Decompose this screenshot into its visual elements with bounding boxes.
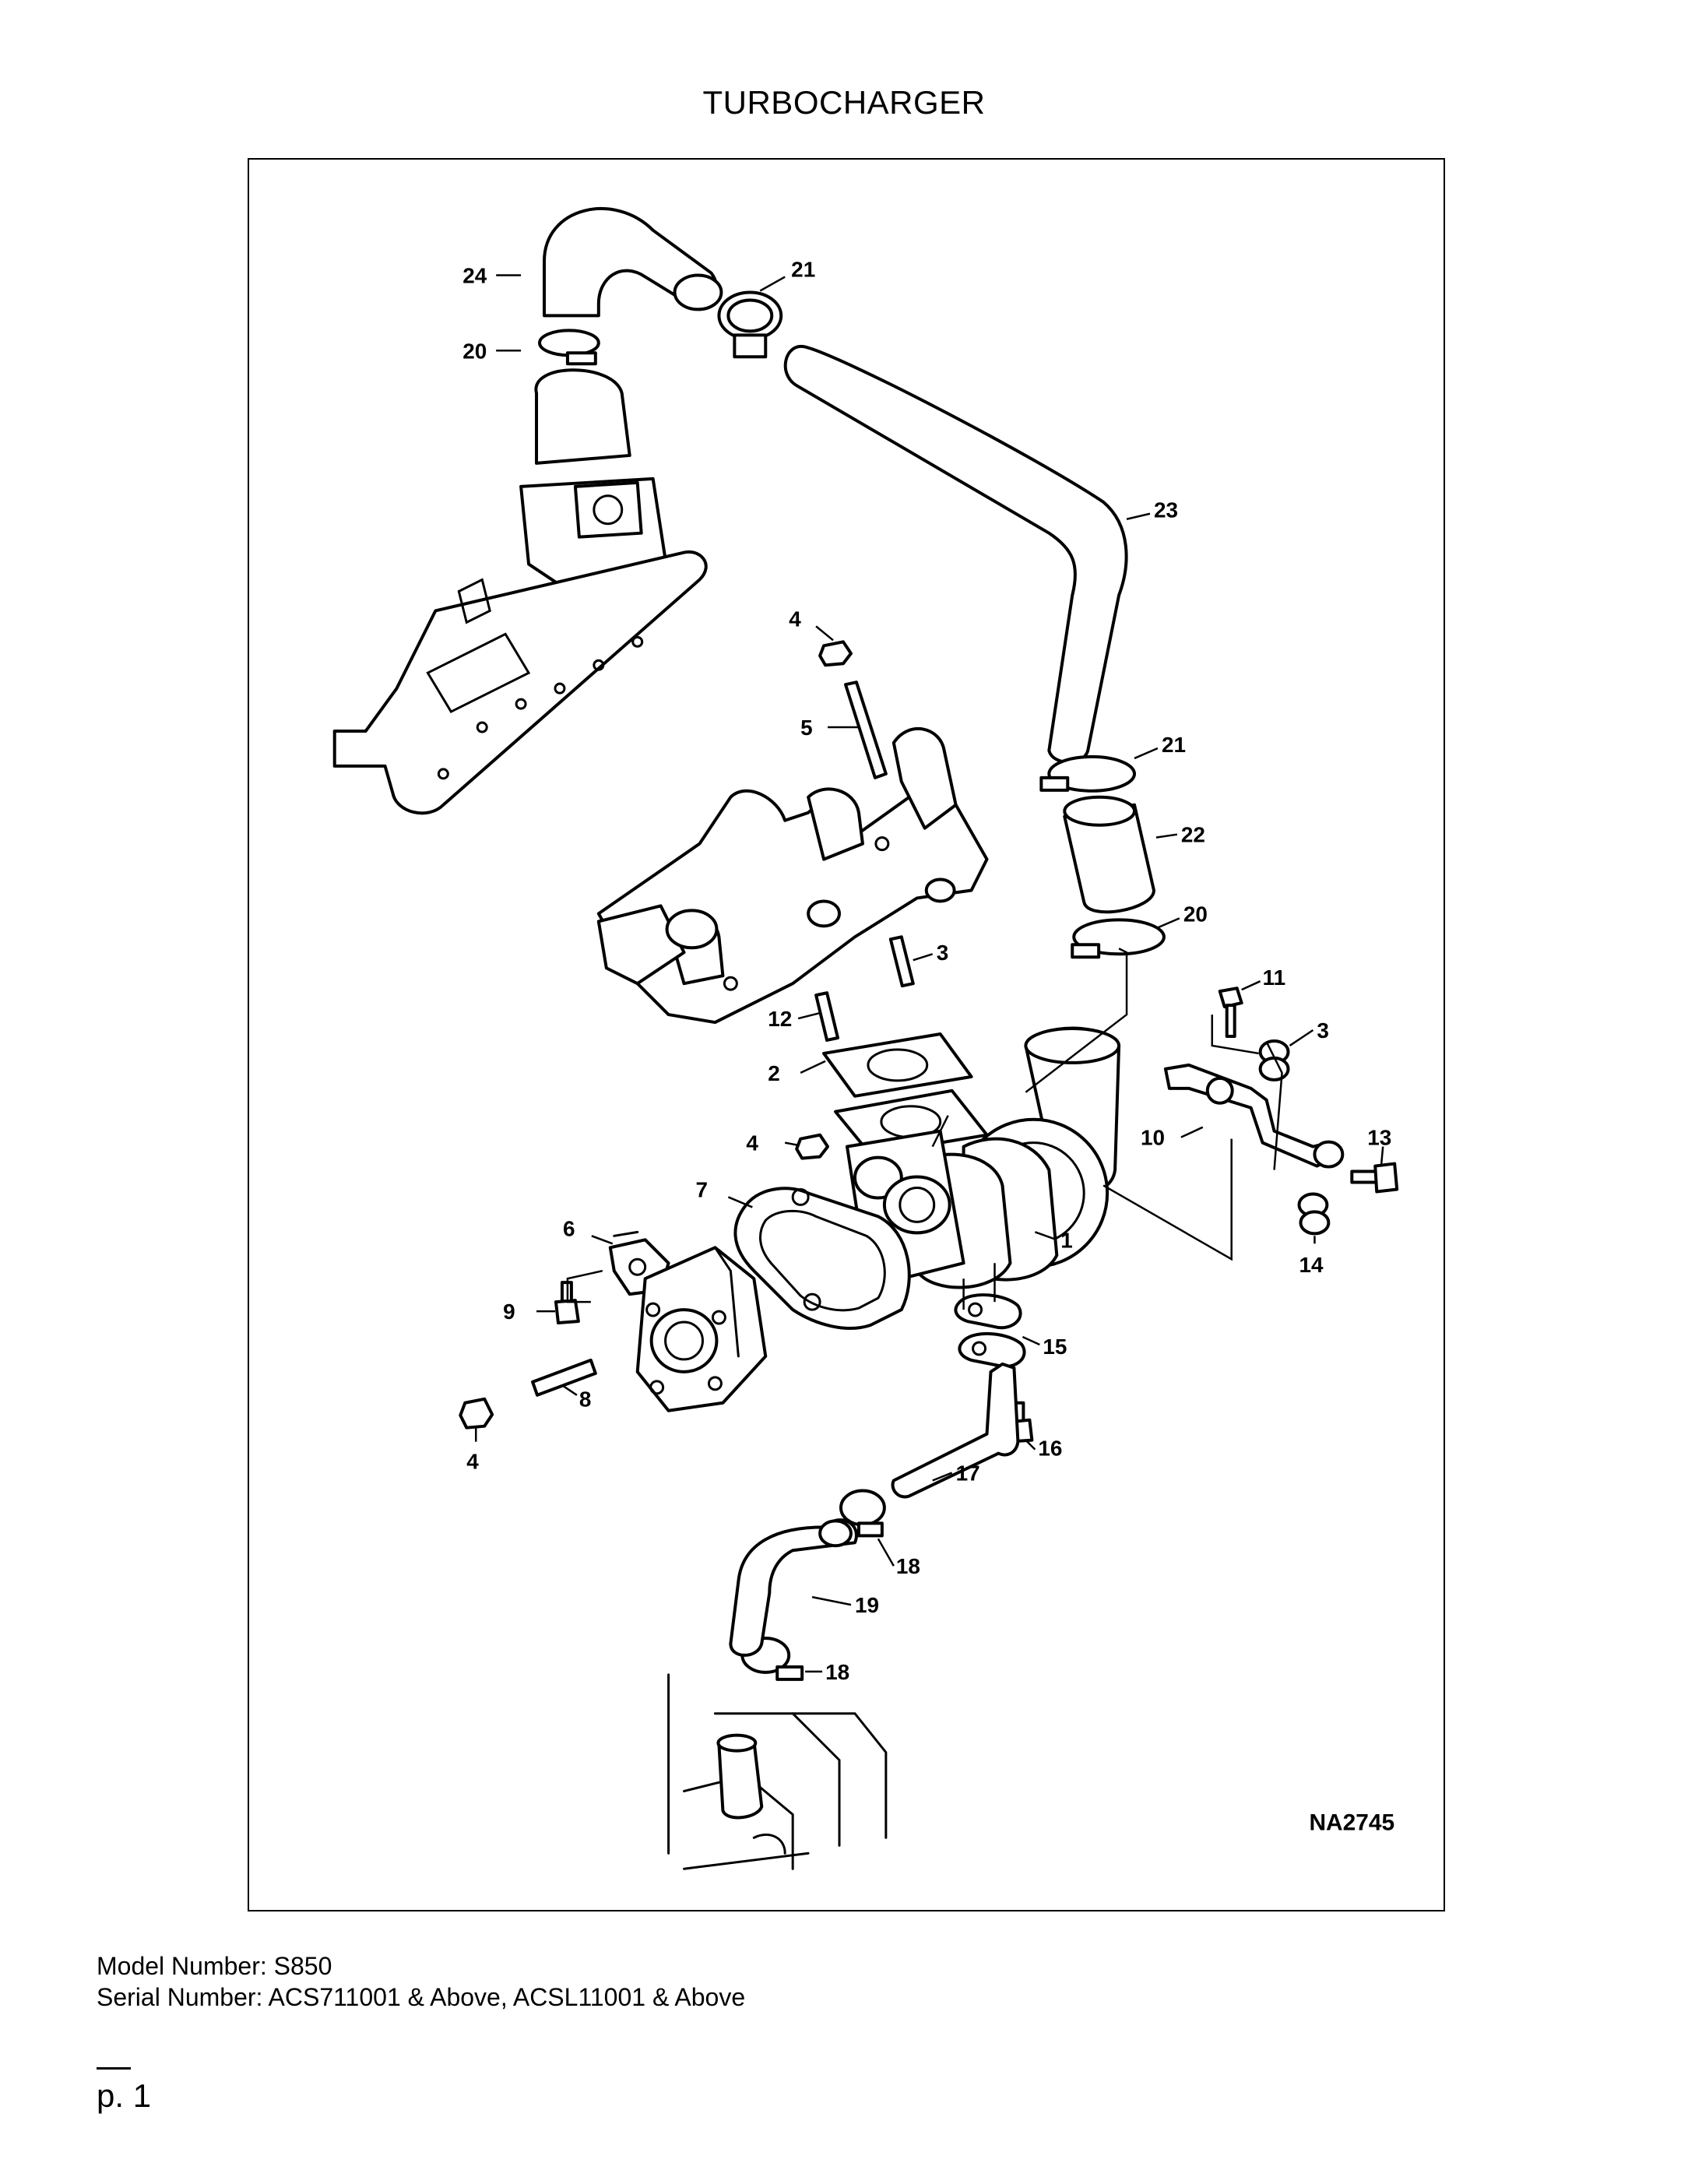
- page-number: p. 1: [97, 2077, 152, 2114]
- callout-4: 4: [789, 607, 801, 631]
- hose-clamp-part-20-upper: [538, 329, 600, 366]
- hose-clamp-part-21-lower: [1039, 754, 1137, 793]
- intake-manifold: [332, 368, 708, 815]
- engine-block-drain-fitting: [667, 1673, 888, 1870]
- stud-part-3-right: [888, 935, 915, 988]
- stud-part-8: [531, 1358, 597, 1397]
- nut-part-4-middle: [795, 1133, 830, 1160]
- elbow-hose-part-24: [543, 207, 723, 318]
- callout-19: 19: [855, 1593, 879, 1617]
- callout-21: 21: [791, 258, 815, 282]
- oil-feed-tube-part-10: [1163, 1063, 1345, 1169]
- drain-hose-part-19: [729, 1518, 858, 1657]
- callout-18: 18: [896, 1554, 920, 1578]
- callout-13: 13: [1367, 1126, 1391, 1150]
- stud-part-5: [844, 681, 888, 779]
- page-rule: [97, 2067, 131, 2070]
- washer-part-14: [1297, 1192, 1331, 1236]
- callout-23: 23: [1154, 498, 1178, 522]
- callout-21: 21: [1162, 733, 1186, 757]
- callout-12: 12: [768, 1007, 792, 1031]
- callout-8: 8: [579, 1387, 592, 1412]
- hose-clamp-part-20-lower: [1071, 918, 1166, 959]
- callout-7: 7: [696, 1177, 709, 1201]
- serial-number-line: Serial Number: ACS711001 & Above, ACSL11…: [97, 1983, 746, 2011]
- turbocharger-exploded-diagram: 2421202345212220311123213410716149158416…: [332, 207, 1399, 1870]
- gasket-part-7: [733, 1187, 911, 1330]
- hose-part-22: [1063, 795, 1155, 914]
- callout-20: 20: [462, 339, 487, 363]
- nut-part-4-upper: [818, 640, 853, 667]
- callout-1: 1: [1060, 1228, 1073, 1252]
- callout-14: 14: [1299, 1253, 1324, 1277]
- callout-3: 3: [1317, 1018, 1329, 1043]
- callout-5: 5: [800, 716, 813, 740]
- intake-hose-part-23: [783, 345, 1128, 764]
- gasket-part-15-lower: [958, 1331, 1026, 1368]
- drawing-number: NA2745: [1309, 1809, 1394, 1835]
- bolt-part-11: [1218, 986, 1243, 1038]
- drain-tube-part-17: [891, 1362, 1020, 1499]
- callout-24: 24: [462, 264, 487, 288]
- callout-17: 17: [956, 1461, 980, 1486]
- callout-16: 16: [1038, 1437, 1062, 1461]
- gasket-part-15-upper: [954, 1293, 1022, 1330]
- hose-clamp-part-21-upper: [717, 290, 783, 359]
- callout-9: 9: [503, 1299, 515, 1324]
- stud-part-3-left: [814, 991, 840, 1042]
- callout-4: 4: [466, 1450, 479, 1474]
- callout-18: 18: [825, 1660, 849, 1684]
- turbocharger-part-1: [846, 1026, 1121, 1289]
- callout-11: 11: [1263, 965, 1286, 990]
- callout-6: 6: [563, 1216, 575, 1240]
- callout-3: 3: [937, 941, 949, 965]
- page-title: TURBOCHARGER: [702, 84, 986, 121]
- callout-20: 20: [1183, 902, 1208, 926]
- callout-15: 15: [1043, 1335, 1067, 1359]
- exhaust-manifold: [596, 727, 989, 1025]
- model-number-line: Model Number: S850: [97, 1952, 332, 1980]
- hose-clamp-part-18-upper: [839, 1489, 886, 1538]
- nut-part-4-lower: [459, 1397, 494, 1430]
- callout-leader-lines: [474, 274, 1384, 1673]
- callout-10: 10: [1141, 1126, 1165, 1150]
- exhaust-elbow: [635, 1246, 768, 1412]
- bolt-part-13: [1350, 1162, 1399, 1194]
- gasket-part-2: [822, 1032, 973, 1098]
- callout-4: 4: [746, 1131, 758, 1155]
- callout-22: 22: [1181, 823, 1205, 847]
- callout-2: 2: [768, 1061, 780, 1085]
- washer-part-12: [1258, 1039, 1290, 1081]
